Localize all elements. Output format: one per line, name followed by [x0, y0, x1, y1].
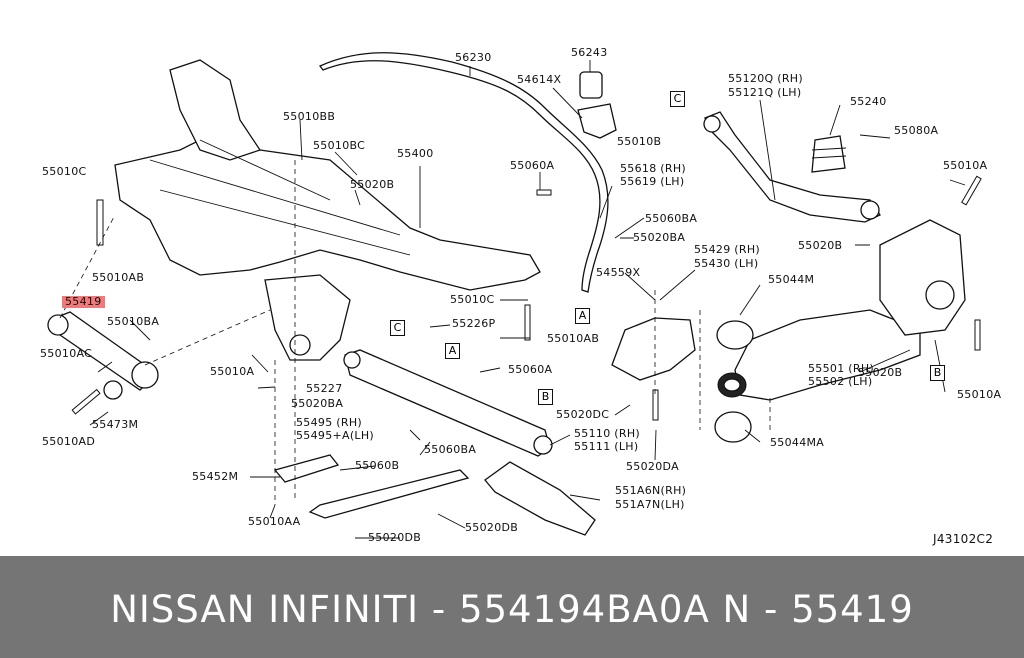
part-label: 55010BB: [283, 110, 336, 123]
part-label: 55080A: [894, 124, 939, 137]
part-label: 55060A: [508, 363, 553, 376]
part-label: 55110 (RH): [574, 427, 640, 440]
upper-link-55120q: [704, 111, 881, 223]
part-label: 55020DB: [465, 521, 519, 534]
sub-frame: [114, 139, 541, 291]
part-label: 55619 (LH): [620, 175, 685, 188]
part-label: 55020B: [350, 178, 395, 191]
part-label: 55495 (RH): [296, 416, 362, 429]
stabilizer-clamp: [577, 103, 617, 139]
part-label: 55121Q (LH): [728, 86, 802, 99]
part-label: 55430 (LH): [694, 257, 759, 270]
part-label: 55226P: [452, 317, 496, 330]
footer-banner: NISSAN INFINITI - 554194BA0A N - 55419: [0, 556, 1024, 658]
toe-link-55495: [308, 469, 470, 519]
part-label: 55020DA: [626, 460, 679, 473]
part-label: 55618 (RH): [620, 162, 686, 175]
part-label: 55010AB: [92, 271, 145, 284]
part-label: 55120Q (RH): [728, 72, 803, 85]
under-cover-551a6n: [484, 461, 596, 536]
part-label: 55010A: [210, 365, 255, 378]
bump-stopper: [811, 135, 846, 173]
callout-box-a: A: [445, 343, 460, 359]
knuckle: [264, 274, 351, 361]
part-label: 55044MA: [770, 436, 825, 449]
diagram-code: J43102C2: [933, 532, 994, 546]
part-label: 55010AB: [547, 332, 600, 345]
part-label: 551A6N(RH): [615, 484, 687, 497]
sub-frame-upper: [169, 59, 262, 161]
part-label: 55400: [397, 147, 434, 160]
part-label: 55502 (LH): [808, 375, 873, 388]
part-label: 55060BA: [645, 212, 698, 225]
part-label: 56243: [571, 46, 608, 59]
rear-axle-housing: [879, 219, 966, 336]
part-label: 54559X: [596, 266, 641, 279]
part-label: 55111 (LH): [574, 440, 639, 453]
part-label: 55010AD: [42, 435, 96, 448]
part-label: 55227: [306, 382, 343, 395]
spring-rubber-lower: [714, 411, 752, 443]
part-label: 551A7N(LH): [615, 498, 685, 511]
callout-box-b: B: [930, 365, 945, 381]
part-label: 55010A: [957, 388, 1002, 401]
part-label: 55010BA: [107, 315, 160, 328]
highlighted-part-label: 55419: [62, 296, 105, 308]
part-label: 55473M: [92, 418, 139, 431]
bracket-55452m: [273, 454, 340, 483]
spring-rubber-upper: [716, 320, 754, 350]
part-label: 54614X: [517, 73, 562, 86]
part-label: 55060BA: [424, 443, 477, 456]
callout-box-b: B: [538, 389, 553, 405]
part-label: 55020DB: [368, 531, 422, 544]
part-label: 55020B: [798, 239, 843, 252]
part-label: 55020BA: [291, 397, 344, 410]
part-label: 55240: [850, 95, 887, 108]
part-number-caption: NISSAN INFINITI - 554194BA0A N - 55419: [110, 588, 914, 631]
part-label: 55020B: [858, 366, 903, 379]
part-label: 55020DC: [556, 408, 610, 421]
part-label: 55452M: [192, 470, 239, 483]
part-label: 55010C: [450, 293, 495, 306]
part-label: 55060A: [510, 159, 555, 172]
suspension-drawing: [47, 52, 982, 539]
stabilizer-bar: [318, 52, 609, 293]
part-label: 55010AC: [40, 347, 93, 360]
stabilizer-bush: [579, 71, 603, 99]
suspension-exploded-diagram: C C A A B B 56230 56243 54614X 55010B 55…: [40, 46, 1002, 546]
part-label: 55010BC: [313, 139, 366, 152]
part-label: 55429 (RH): [694, 243, 760, 256]
part-label: 55060B: [355, 459, 400, 472]
callout-box-c: C: [390, 320, 405, 336]
part-label: 55010B: [617, 135, 662, 148]
part-label: 55044M: [768, 273, 815, 286]
part-label: 55495+A(LH): [296, 429, 375, 442]
callout-box-c: C: [670, 91, 685, 107]
bracket-55429: [611, 317, 696, 381]
part-label: 55501 (RH): [808, 362, 874, 375]
callout-box-a: A: [575, 308, 590, 324]
part-label: 55010AA: [248, 515, 301, 528]
part-label: 55020BA: [633, 231, 686, 244]
part-label: 55010C: [42, 165, 87, 178]
part-label: 55010A: [943, 159, 988, 172]
part-label: 56230: [455, 51, 492, 64]
